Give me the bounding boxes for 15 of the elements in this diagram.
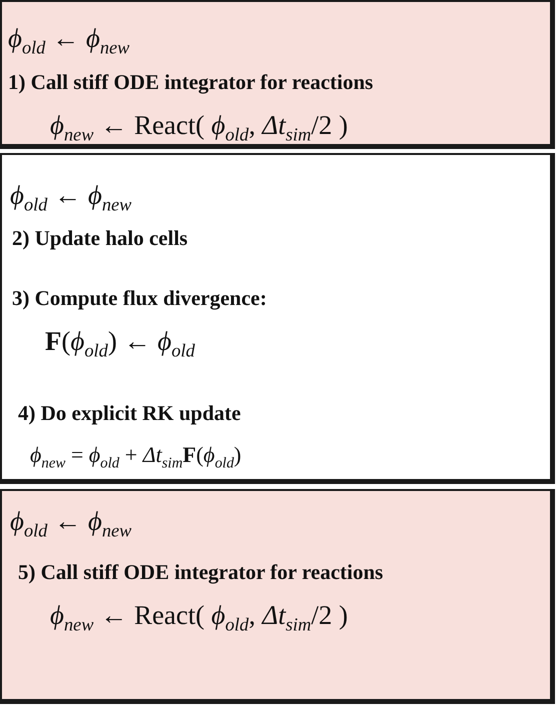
update-formula: ϕ$_{new}$ = ϕ$_{old}$ + Δt$_{sim}$F(ϕ$_{old}$)	[30, 441, 242, 474]
update-formula: ϕ$_{old}$ ← ϕ$_{new}$	[10, 505, 132, 542]
step-box	[0, 489, 555, 704]
update-formula: ϕ$_{old}$ ← ϕ$_{new}$	[10, 179, 132, 216]
step-box	[0, 153, 555, 484]
update-formula: ϕ$_{new}$ ← React( ϕ$_{old}$, Δt$_{sim}$/2 )	[50, 599, 348, 636]
step-heading: 5) Call stiff ODE integrator for reactions	[18, 559, 384, 585]
step-heading: 3) Compute flux divergence:	[12, 285, 267, 311]
update-formula: ϕ$_{new}$ ← React( ϕ$_{old}$, Δt$_{sim}$/2 )	[50, 109, 348, 146]
step-box	[0, 0, 555, 149]
step-heading: 4) Do explicit RK update	[18, 400, 241, 426]
step-heading: 1) Call stiff ODE integrator for reactions	[8, 69, 374, 95]
update-formula: ϕ$_{old}$ ← ϕ$_{new}$	[8, 22, 130, 60]
step-heading: 2) Update halo cells	[12, 225, 188, 251]
update-formula: F(ϕ$_{old}$) ← ϕ$_{old}$	[45, 325, 195, 362]
